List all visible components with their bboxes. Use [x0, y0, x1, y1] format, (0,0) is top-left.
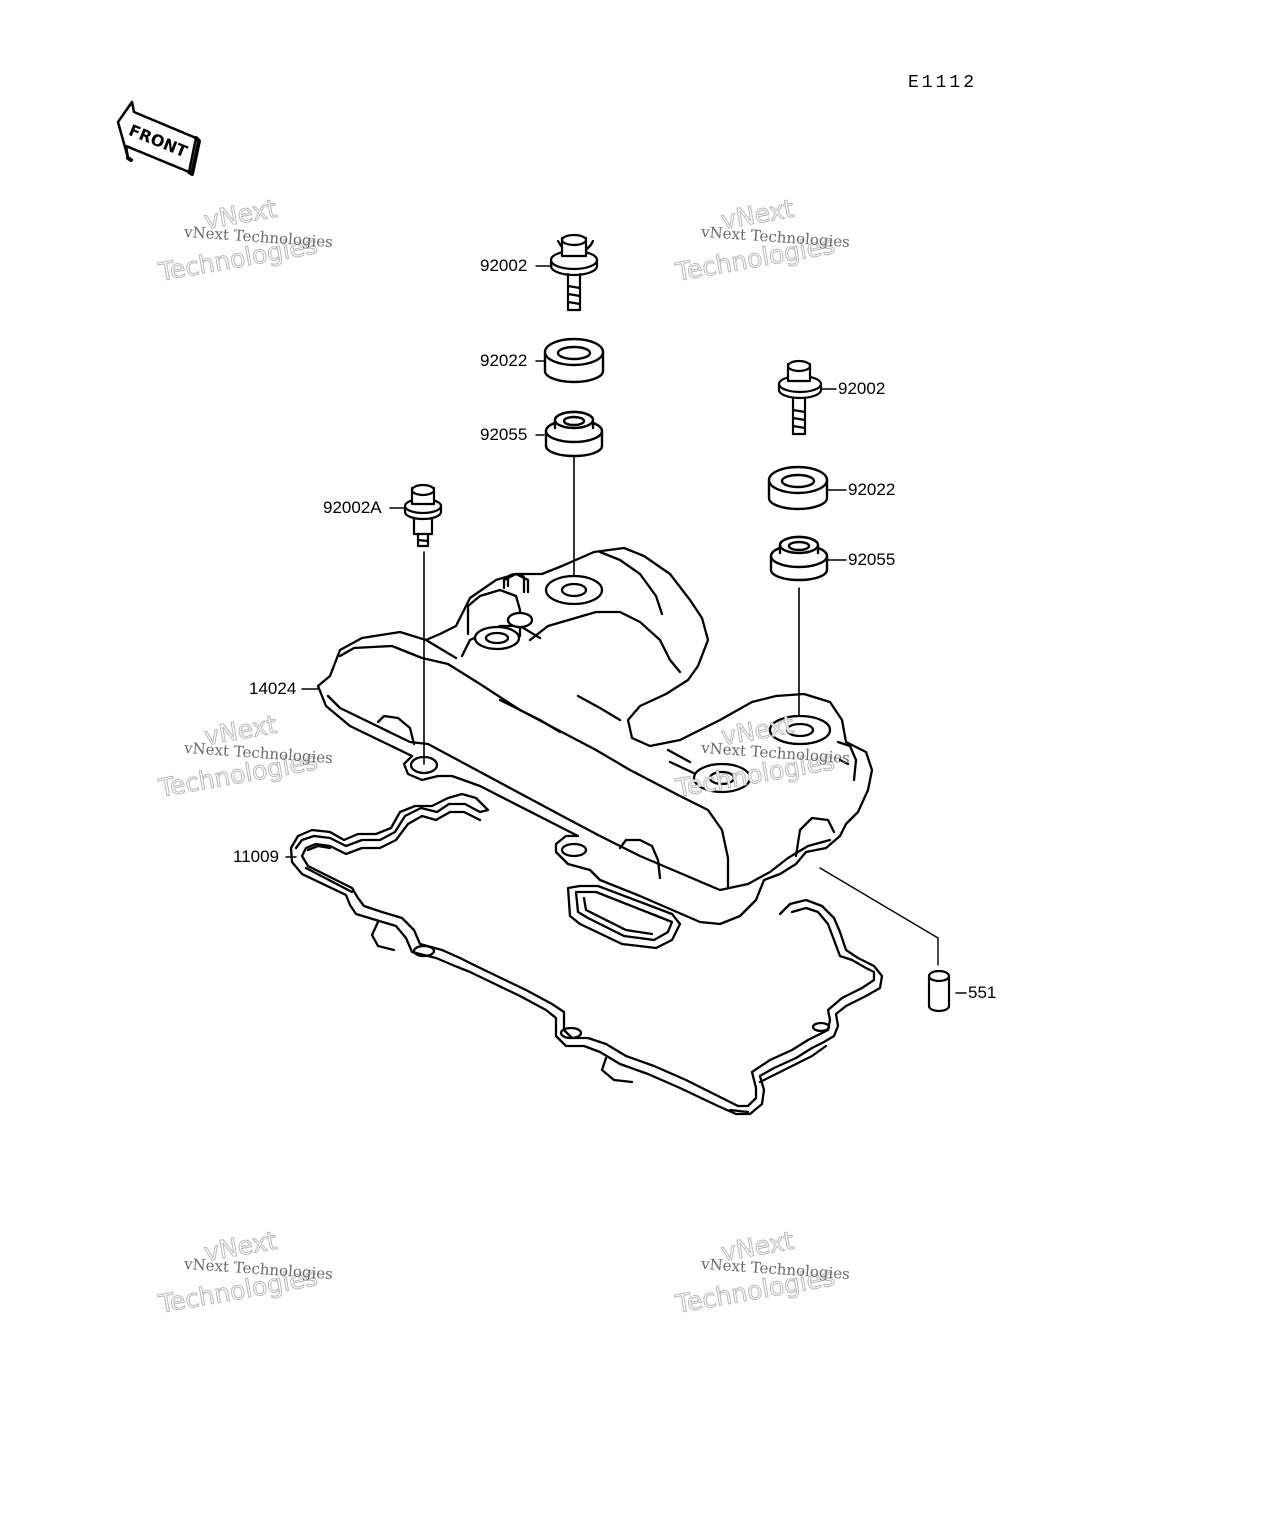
grommet-92022-right	[767, 465, 829, 511]
part-label-551[interactable]: 551	[968, 983, 997, 1002]
bolt-92002a	[403, 483, 443, 548]
leader-lines	[285, 265, 967, 994]
part-label-11009[interactable]: 11009	[233, 847, 280, 866]
gasket-11009	[289, 792, 884, 1116]
cylinder-head-cover-14024	[316, 546, 874, 926]
part-label-92055-upper[interactable]: 92055	[480, 425, 528, 444]
grommet-92055-right	[769, 535, 829, 582]
bolt-92002-upper	[549, 233, 599, 312]
grommet-92055-upper	[544, 410, 604, 458]
part-label-92022-upper[interactable]: 92022	[480, 351, 528, 370]
front-arrow-icon: FRONT	[116, 100, 201, 176]
part-label-92002a[interactable]: 92002A	[323, 498, 382, 517]
part-label-92055-right[interactable]: 92055	[848, 550, 896, 569]
part-label-92022-right[interactable]: 92022	[848, 480, 896, 499]
part-label-92002-right[interactable]: 92002	[838, 379, 886, 398]
dowel-pin-551	[927, 969, 951, 1013]
part-label-92002-upper[interactable]: 92002	[480, 256, 528, 275]
bolt-92002-right	[777, 359, 823, 436]
diagram-code: E1112	[908, 73, 978, 93]
grommet-92022-upper	[543, 337, 605, 384]
part-label-14024[interactable]: 14024	[249, 679, 297, 698]
